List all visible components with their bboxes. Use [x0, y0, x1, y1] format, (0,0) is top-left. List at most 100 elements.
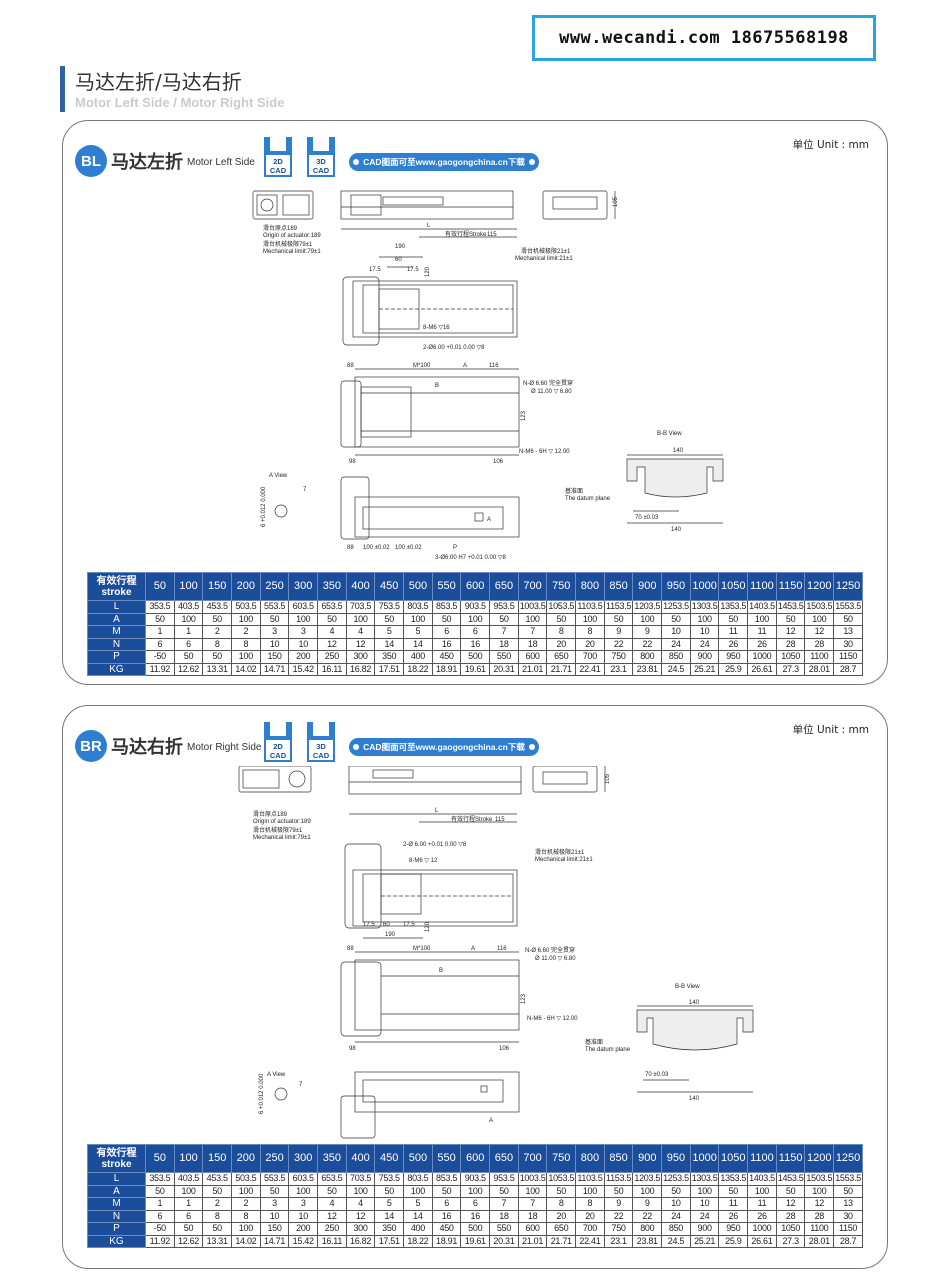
table-cell: 24 — [661, 637, 691, 651]
table-cell: 10 — [288, 1209, 319, 1223]
dim-17-5-b: 17.5 — [403, 922, 415, 928]
table-cell: 100 — [173, 612, 204, 626]
table-cell: 1150 — [833, 650, 863, 664]
table-cell: 100 — [288, 612, 319, 626]
table-cell: 2 — [202, 625, 233, 639]
dim-stroke: 有效行程Stroke — [445, 230, 487, 238]
table-cell: 353.5 — [145, 600, 175, 614]
section-A: A — [487, 517, 491, 523]
table-cell: 603.5 — [288, 1172, 319, 1186]
table-cell: 1353.5 — [718, 1172, 749, 1186]
dim-A: A — [471, 946, 475, 952]
bb-section-view — [636, 1005, 754, 1093]
row-label: N — [87, 1209, 146, 1223]
table-cell: 7 — [489, 1197, 519, 1211]
table-cell: 1153.5 — [603, 600, 634, 614]
table-cell: 50 — [374, 612, 405, 626]
table-cell: 100 — [288, 1184, 319, 1198]
dim-mech-en: Mechanical limit:79±1 — [253, 835, 311, 841]
table-cell: 750 — [603, 650, 634, 664]
cad-2d-download-icon[interactable]: 2D CAD — [261, 720, 295, 764]
table-cell: 22 — [603, 1209, 634, 1223]
dim-106: 106 — [493, 459, 504, 465]
table-cell: 16.82 — [345, 662, 376, 676]
table-cell: 25.21 — [689, 1234, 720, 1248]
stroke-header-cell: 1000 — [689, 572, 720, 601]
stroke-header-cell: 350 — [317, 572, 347, 601]
table-cell: 28.01 — [804, 1234, 835, 1248]
stroke-header-cell: 1050 — [718, 1144, 749, 1173]
table-cell: 250 — [317, 1222, 347, 1236]
cad-2d-label: 2D — [273, 742, 283, 751]
table-cell: 12 — [317, 1209, 347, 1223]
dim-mech2-cn: 滑台机械极限21±1 — [521, 247, 571, 255]
table-cell: 150 — [259, 650, 290, 664]
stroke-header-cell: 450 — [374, 1144, 405, 1173]
table-cell: 950 — [718, 1222, 749, 1236]
table-cell: 853.5 — [431, 600, 462, 614]
table-cell: 1003.5 — [517, 600, 548, 614]
cad-3d-sublabel: CAD — [312, 166, 330, 175]
cad-3d-download-icon[interactable]: 3D CAD — [304, 720, 338, 764]
dim-17-5-a: 17.5 — [369, 267, 381, 273]
table-cell: 28 — [804, 637, 835, 651]
table-cell: 1000 — [747, 650, 777, 664]
table-cell: 450 — [431, 650, 462, 664]
table-cell: 28 — [775, 1209, 806, 1223]
table-cell: 16.82 — [345, 1234, 376, 1248]
section-B: B — [435, 383, 439, 389]
cad-download-link[interactable]: CAD图面可至www.gaogongchina.cn下载 — [349, 153, 539, 171]
top-view — [341, 228, 518, 346]
table-cell: 18 — [517, 1209, 548, 1223]
table-cell: 550 — [489, 650, 519, 664]
table-cell: 250 — [317, 650, 347, 664]
end-view-right — [532, 765, 606, 793]
table-cell: 3 — [259, 1197, 290, 1211]
dim-pin: 2-Ø6.00 +0.01 0.00 ▽8 — [423, 345, 485, 351]
table-cell: 8 — [231, 637, 261, 651]
table-cell: 850 — [661, 1222, 691, 1236]
cad-download-link[interactable]: CAD图面可至www.gaogongchina.cn下载 — [349, 738, 539, 756]
dim-6: 6 +0.012 0.000 — [259, 1073, 265, 1114]
front-view — [340, 368, 520, 456]
table-cell: 8 — [575, 1197, 605, 1211]
table-cell: 703.5 — [345, 600, 376, 614]
model-badge: BL — [75, 145, 107, 177]
table-cell: 1053.5 — [546, 1172, 577, 1186]
table-cell: 800 — [632, 1222, 663, 1236]
table-cell: 13.31 — [202, 662, 233, 676]
table-cell: 350 — [374, 1222, 405, 1236]
page-title-cn: 马达左折/马达右折 — [75, 70, 242, 94]
table-cell: 50 — [603, 612, 634, 626]
row-label: KG — [87, 1234, 146, 1248]
stroke-header-cell: 500 — [403, 1144, 433, 1173]
cad-2d-download-icon[interactable]: 2D CAD — [261, 135, 295, 179]
table-cell: 100 — [689, 612, 720, 626]
dim-7: 7 — [299, 1082, 303, 1088]
dim-pin: 2-Ø 6.00 +0.01 0.00 ▽8 — [403, 842, 467, 848]
table-cell: 50 — [317, 612, 347, 626]
side-view-top — [340, 190, 514, 220]
table-cell: 10 — [259, 1209, 290, 1223]
table-cell: 1050 — [775, 650, 806, 664]
table-cell: 22 — [632, 637, 663, 651]
table-cell: -50 — [145, 650, 175, 664]
table-cell: 850 — [661, 650, 691, 664]
table-cell: 18.22 — [403, 662, 433, 676]
stroke-header-cell: 1150 — [775, 1144, 806, 1173]
table-cell: 400 — [403, 1222, 433, 1236]
dim-88: 88 — [347, 363, 354, 369]
table-cell: 700 — [575, 650, 605, 664]
table-cell: 600 — [517, 1222, 548, 1236]
table-cell: 500 — [460, 1222, 491, 1236]
dim-mech-en: Mechanical limit:79±1 — [263, 249, 321, 255]
table-cell: 100 — [689, 1184, 720, 1198]
cad-3d-download-icon[interactable]: 3D CAD — [304, 135, 338, 179]
table-cell: 16 — [431, 637, 462, 651]
table-cell: 100 — [403, 1184, 433, 1198]
